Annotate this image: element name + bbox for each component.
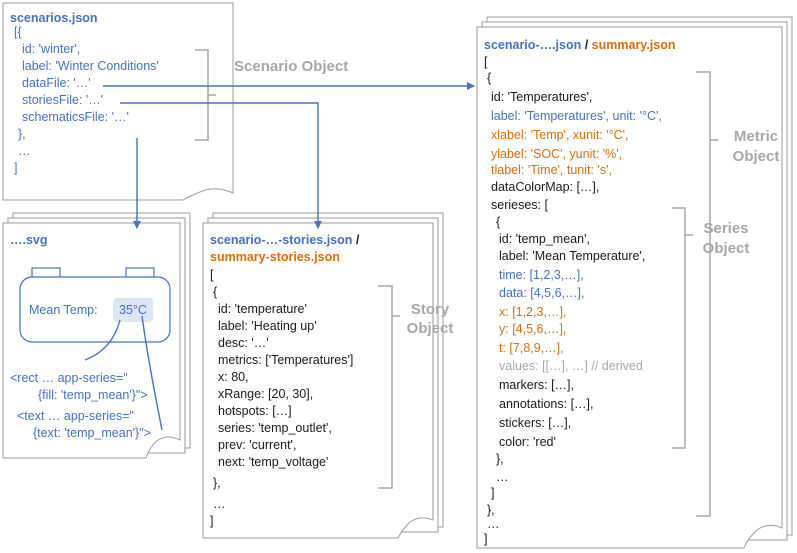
summary-line-26: }, bbox=[487, 503, 495, 517]
summary-line-21: stickers: […], bbox=[499, 416, 571, 430]
series-bracket bbox=[672, 207, 693, 449]
mean-temp-label: Mean Temp: bbox=[29, 303, 98, 317]
summary-line-14: data: [4,5,6,…], bbox=[499, 286, 584, 300]
scenarios-line-8: … bbox=[18, 144, 31, 158]
summary-line-19: markers: […], bbox=[499, 378, 574, 392]
summary-line-7: tlabel: 'Time', tunit: 's', bbox=[491, 163, 612, 177]
summary-line-24: … bbox=[496, 470, 509, 484]
stories-title-blue: scenario-…-stories.json bbox=[210, 233, 352, 247]
summary-title-blue: scenario-….json bbox=[484, 38, 581, 52]
summary-line-11: id: 'temp_mean', bbox=[499, 232, 590, 246]
stories-line-15: ] bbox=[210, 514, 213, 528]
mean-temp-value: 35°C bbox=[119, 303, 147, 317]
summary-line-23: }, bbox=[496, 452, 504, 466]
summary-line-18: values: [[…], …] // derived bbox=[499, 359, 643, 373]
stories-line-8: xRange: [20, 30], bbox=[218, 387, 313, 401]
stories-line-5: desc: '…' bbox=[218, 336, 269, 350]
series-label-1: Series bbox=[703, 220, 748, 237]
scenarios-title: scenarios.json bbox=[10, 11, 98, 25]
summary-line-3: id: 'Temperatures', bbox=[491, 90, 592, 104]
stories-title-orange: summary-stories.json bbox=[210, 250, 340, 264]
summary-code-lines: [{id: 'Temperatures',label: 'Temperature… bbox=[484, 55, 662, 546]
story-label-1: Story bbox=[411, 301, 450, 318]
stories-line-9: hotspots: […] bbox=[218, 404, 292, 418]
story-label-2: Object bbox=[407, 320, 454, 337]
summary-line-20: annotations: […], bbox=[499, 397, 594, 411]
stories-line-11: prev: 'current', bbox=[218, 438, 296, 452]
stories-line-3: id: 'temperature' bbox=[218, 302, 307, 316]
stories-document-stack bbox=[202, 212, 444, 539]
summary-line-1: [ bbox=[484, 55, 488, 69]
scenarios-line-3: label: 'Winter Conditions' bbox=[22, 59, 159, 73]
summary-line-27: … bbox=[487, 517, 500, 531]
scenarios-line-9: ] bbox=[14, 161, 17, 175]
scenarios-document: scenarios.json [{ id: 'winter', label: '… bbox=[2, 2, 234, 201]
stories-line-7: x: 80, bbox=[218, 370, 249, 384]
summary-line-8: dataColorMap: […], bbox=[491, 180, 599, 194]
scenario-bracket bbox=[195, 49, 216, 141]
stories-title-line-1: scenario-…-stories.json / bbox=[210, 233, 360, 247]
stories-line-1: [ bbox=[210, 268, 214, 282]
scenarios-line-1: [{ bbox=[14, 25, 22, 39]
summary-title-separator: / bbox=[581, 38, 591, 52]
summary-line-10: { bbox=[496, 215, 500, 229]
metric-label-2: Object bbox=[733, 148, 780, 165]
summary-line-9: serieses: [ bbox=[491, 198, 548, 212]
stories-line-14: … bbox=[213, 497, 226, 511]
scenario-object-label: Scenario Object bbox=[234, 58, 348, 75]
summary-line-25: ] bbox=[491, 486, 494, 500]
stories-line-13: }, bbox=[213, 476, 221, 490]
scenarios-line-7: }, bbox=[18, 127, 26, 141]
storiesfile-arrow bbox=[120, 102, 322, 229]
story-bracket bbox=[378, 285, 400, 489]
summary-line-12: label: 'Mean Temperature', bbox=[499, 249, 645, 263]
battery-schematic bbox=[19, 267, 171, 343]
metric-bracket bbox=[696, 71, 718, 517]
stories-line-10: series: 'temp_outlet', bbox=[218, 421, 332, 435]
scenarios-line-4: dataFile: '…' bbox=[22, 76, 91, 90]
summary-line-15: x: [1,2,3,…], bbox=[499, 305, 566, 319]
series-label-2: Object bbox=[703, 240, 750, 257]
mean-temp-rect bbox=[113, 298, 153, 322]
scenarios-line-5: storiesFile: '…' bbox=[22, 93, 103, 107]
summary-line-17: t: [7,8,9,…], bbox=[499, 341, 564, 355]
text-series-connector bbox=[141, 315, 163, 431]
stories-line-6: metrics: ['Temperatures'] bbox=[218, 353, 353, 367]
summary-title-orange: summary.json bbox=[592, 38, 676, 52]
scenarios-line-2: id: 'winter', bbox=[22, 42, 80, 56]
summary-line-22: color: 'red' bbox=[499, 435, 556, 449]
stories-title-separator: / bbox=[352, 233, 359, 247]
scenarios-line-6: schematicsFile: '…' bbox=[22, 110, 129, 124]
stories-line-4: label: 'Heating up' bbox=[218, 319, 317, 333]
summary-line-4: label: 'Temperatures', unit: '°C', bbox=[491, 109, 662, 123]
summary-line-28: ] bbox=[484, 532, 487, 546]
rect-series-connector bbox=[84, 319, 121, 361]
summary-line-16: y: [4,5,6,…], bbox=[499, 322, 566, 336]
summary-title: scenario-….json / summary.json bbox=[484, 38, 676, 52]
summary-line-13: time: [1,2,3,…], bbox=[499, 268, 584, 282]
metric-label-1: Metric bbox=[734, 128, 778, 145]
summary-line-6: ylabel: 'SOC', yunit: '%', bbox=[491, 147, 622, 161]
svg-title: ….svg bbox=[10, 233, 48, 247]
summary-line-5: xlabel: 'Temp', xunit: '°C', bbox=[491, 128, 629, 142]
stories-line-2: { bbox=[213, 285, 217, 299]
summary-line-2: { bbox=[487, 71, 491, 85]
stories-line-12: next: 'temp_voltage' bbox=[218, 455, 328, 469]
